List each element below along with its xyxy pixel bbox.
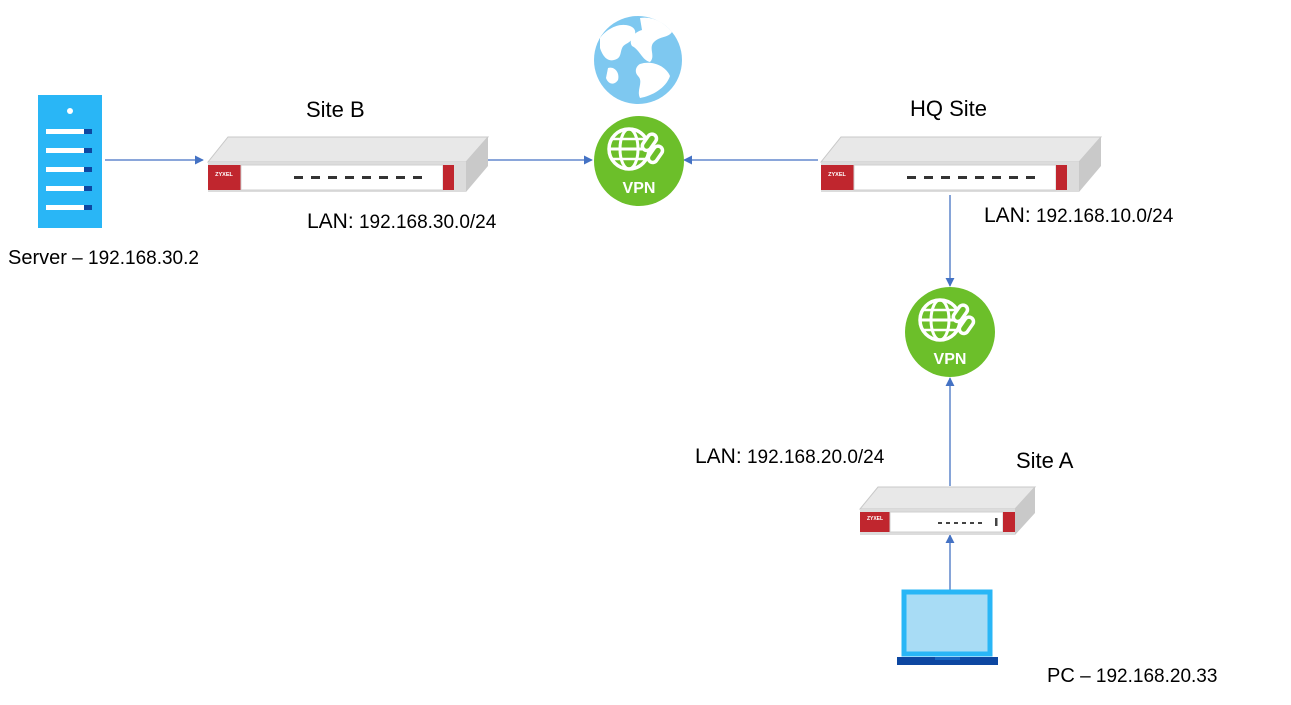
site-a-title: Site A — [1016, 448, 1074, 473]
pc-name: PC — [1047, 665, 1075, 687]
firewall-icon — [859, 486, 1036, 536]
site-b-title: Site B — [306, 97, 365, 122]
links — [105, 155, 955, 590]
laptop-icon — [897, 589, 998, 665]
site-a-lan-key: LAN: — [695, 445, 742, 468]
pc-ip: 192.168.20.33 — [1095, 666, 1218, 687]
hq-lan: LAN: 192.168.10.0/24 — [984, 204, 1173, 228]
server-separator: – — [66, 248, 89, 269]
server-icon — [38, 95, 102, 228]
site-b-lan-key: LAN: — [307, 210, 354, 233]
vpn-icon: VPN — [903, 285, 997, 379]
hq-lan-key: LAN: — [984, 204, 1031, 227]
vpn-icon: VPN — [592, 114, 686, 208]
vpn-label: VPN — [623, 180, 656, 197]
site-a-lan-value: 192.168.20.0/24 — [746, 447, 885, 468]
vpn-label: VPN — [934, 351, 967, 368]
firewall-icon — [820, 136, 1102, 193]
pc-label: PC – 192.168.20.33 — [1047, 665, 1217, 688]
hq-lan-value: 192.168.10.0/24 — [1035, 206, 1174, 227]
site-a-lan: LAN: 192.168.20.0/24 — [695, 445, 884, 469]
firewall-icon — [207, 136, 489, 193]
server-label: Server – 192.168.30.2 — [8, 247, 199, 270]
site-b-lan-value: 192.168.30.0/24 — [358, 212, 497, 233]
globe-icon — [594, 16, 682, 104]
server-name: Server — [8, 247, 67, 269]
site-b-lan: LAN: 192.168.30.0/24 — [307, 210, 496, 234]
server-ip: 192.168.30.2 — [88, 248, 199, 269]
hq-site-title: HQ Site — [910, 96, 988, 121]
pc-separator: – — [1074, 666, 1096, 687]
